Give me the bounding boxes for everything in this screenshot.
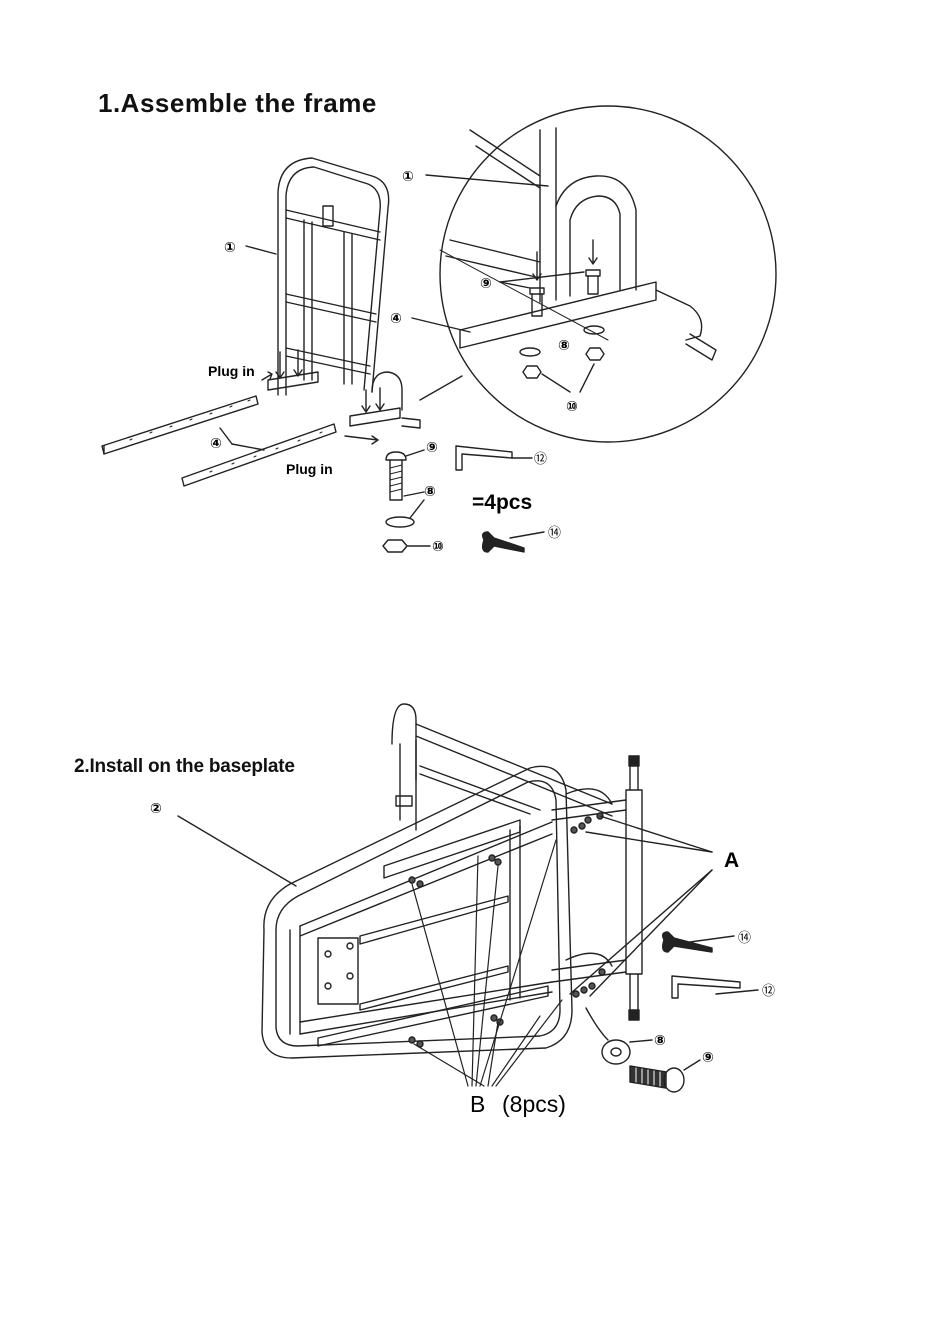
detail-zoom-circle [420,106,776,442]
wrench-14-step2 [663,932,712,952]
washer-8-step2 [602,1040,630,1064]
label-part14-step1: ⑭ [548,526,561,541]
baseplate-illustration [262,704,642,1058]
wrench-14-step1 [483,532,524,552]
label-part2-baseplate: ② [150,801,162,817]
label-point-b: B [470,1091,485,1117]
plug-in-label-upper: Plug in [208,363,255,379]
label-part1-frame: ① [224,240,236,256]
label-part10-zoom: ⑩ [566,399,578,415]
label-part14-step2: ⑭ [738,931,751,946]
frame-handle-illustration [262,158,420,444]
nut-10-step1 [383,540,407,552]
support-bar-upper [102,396,258,454]
label-part12-step1: ⑫ [534,452,547,467]
label-part8-step2: ⑧ [654,1033,666,1049]
label-part9-zoom: ⑨ [480,276,492,292]
label-part8-loose: ⑧ [424,484,436,500]
label-part9-loose: ⑨ [426,440,438,456]
label-point-a: A [724,849,739,872]
label-part8-zoom: ⑧ [558,338,570,354]
bolt-9-step1 [386,452,406,500]
hex-key-12-step2 [672,976,740,998]
label-point-b-count: (8pcs) [502,1091,566,1117]
bolt-9-step2 [630,1066,684,1092]
label-part1-zoom: ① [402,169,414,185]
label-part4-bar: ④ [210,436,222,452]
label-part9-step2: ⑨ [702,1050,714,1066]
label-part10-loose: ⑩ [432,539,444,555]
plug-in-label-lower: Plug in [286,461,333,477]
label-part4-zoom: ④ [390,311,402,327]
label-part12-step2: ⑫ [762,984,775,999]
hex-key-12-step1 [456,446,512,470]
quantity-label: =4pcs [472,491,532,514]
